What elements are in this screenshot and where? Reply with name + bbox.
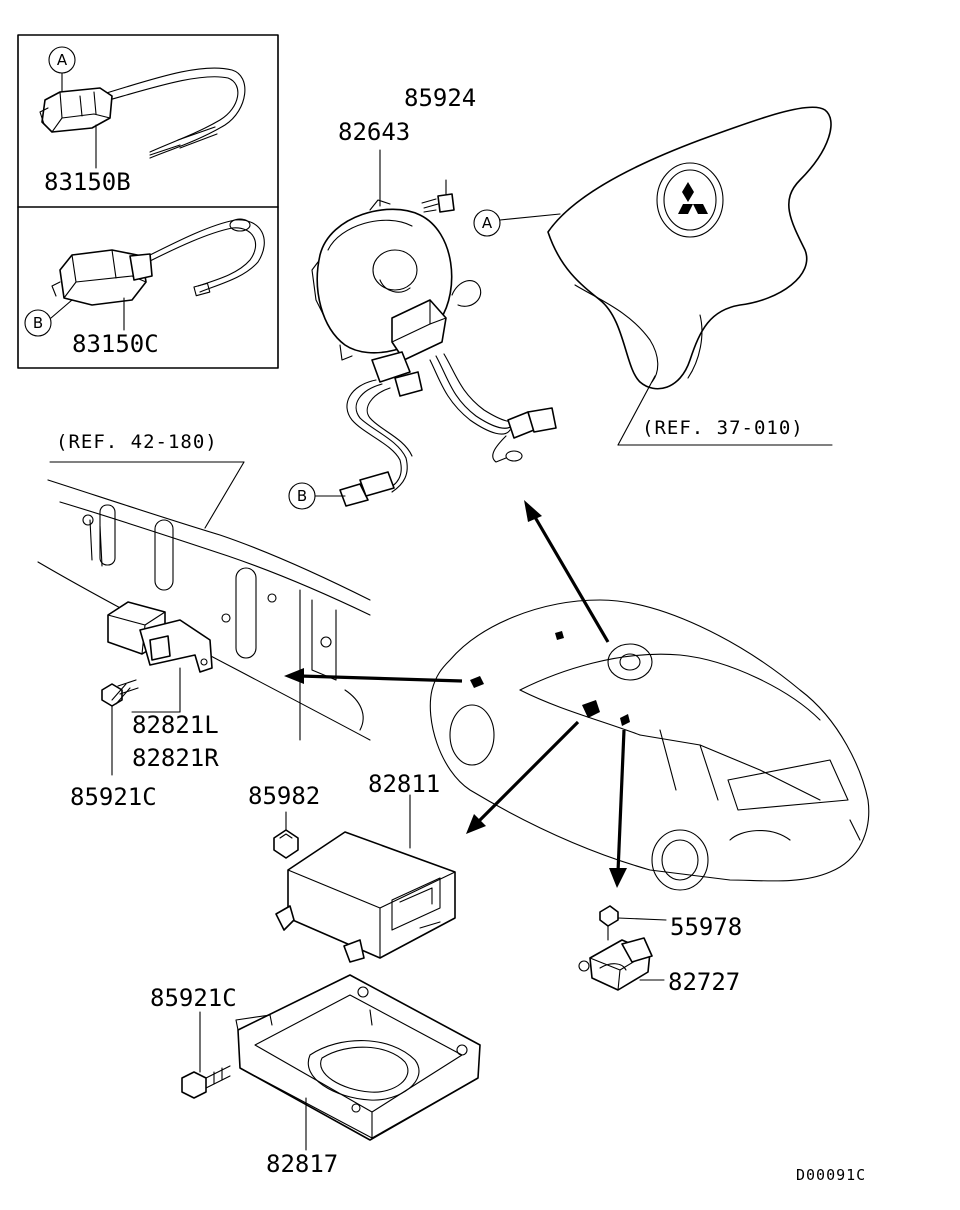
connector-83150b-drawing (39, 67, 246, 159)
label-85982: 85982 (248, 782, 320, 810)
callout-b-inset-label: B (33, 314, 43, 332)
callout-b-inset: B (24, 299, 73, 337)
vehicle-drawing (429, 599, 870, 891)
bolt-lower-drawing (181, 1011, 231, 1099)
ecu-bracket-drawing (235, 974, 481, 1151)
side-sensor-drawing (107, 601, 213, 713)
screw-85924-drawing (421, 179, 455, 213)
connector-inset-box (17, 34, 279, 369)
label-82817: 82817 (266, 1150, 338, 1178)
drawing-code: D00091C (796, 1166, 866, 1184)
label-82821l: 82821L (132, 711, 219, 739)
label-85921c-upper: 85921C (70, 783, 157, 811)
label-83150b: 83150B (44, 168, 131, 196)
label-55978: 55978 (670, 913, 742, 941)
callout-a-airbag-label: A (482, 214, 493, 232)
callout-a-inset: A (48, 46, 76, 93)
callout-a-airbag: A (473, 209, 561, 237)
label-85924: 85924 (404, 84, 476, 112)
reference-42-180: (REF. 42-180) (56, 431, 218, 453)
label-82643: 82643 (338, 118, 410, 146)
srs-ecu-drawing (275, 794, 456, 963)
label-82727: 82727 (668, 968, 740, 996)
label-82811: 82811 (368, 770, 440, 798)
clock-spring-drawing (311, 199, 557, 507)
connector-83150c-drawing (51, 218, 265, 306)
label-83150c: 83150C (72, 330, 159, 358)
label-82821r: 82821R (132, 744, 219, 772)
reference-37-010: (REF. 37-010) (642, 417, 804, 439)
front-sensor-drawing (578, 905, 667, 991)
airbag-module-drawing (547, 106, 833, 446)
callout-b-clockspring-label: B (297, 487, 307, 505)
dash-frame-drawing (37, 461, 371, 741)
callout-a-inset-label: A (57, 51, 68, 69)
label-85921c-lower: 85921C (150, 984, 237, 1012)
callout-b-clockspring: B (288, 482, 346, 510)
nut-85982-drawing (273, 811, 299, 859)
location-arrows (284, 500, 627, 888)
leader-lines (95, 124, 381, 331)
bolt-upper-drawing (101, 679, 139, 776)
